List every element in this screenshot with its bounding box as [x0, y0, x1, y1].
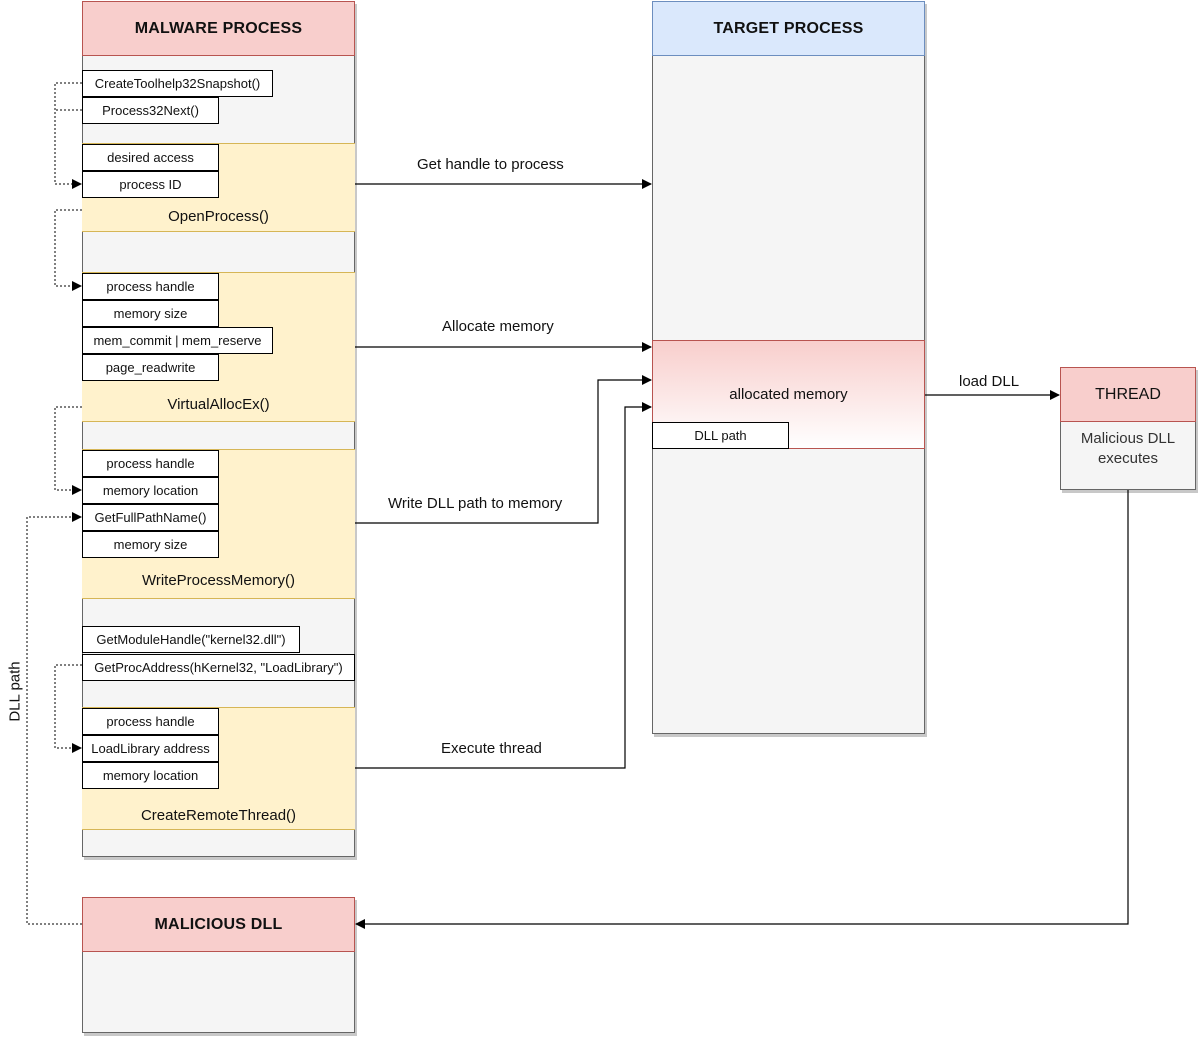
target-process-title: TARGET PROCESS	[713, 19, 864, 37]
write-memory-function: WriteProcessMemory()	[141, 572, 296, 589]
label-execute-thread: Execute thread	[441, 740, 542, 757]
param-process-handle: process handle	[82, 708, 219, 735]
thread-title: THREAD	[1095, 385, 1161, 403]
dll-path-slot: DLL path	[652, 422, 789, 449]
param-desired-access: desired access	[82, 144, 219, 171]
malware-process-title: MALWARE PROCESS	[134, 19, 303, 37]
thread-body-text: Malicious DLL executes	[1080, 430, 1176, 467]
param-process-handle: process handle	[82, 273, 219, 300]
label-get-handle: Get handle to process	[417, 156, 564, 173]
param-memory-location: memory location	[82, 762, 219, 789]
param-mem-commit-reserve: mem_commit | mem_reserve	[82, 327, 273, 354]
open-process-function: OpenProcess()	[168, 208, 269, 225]
param-loadlibrary-address: LoadLibrary address	[82, 735, 219, 762]
param-memory-size: memory size	[82, 531, 219, 558]
param-process-id: process ID	[82, 171, 219, 198]
malicious-dll-title: MALICIOUS DLL	[154, 915, 283, 933]
get-module-handle-call: GetModuleHandle("kernel32.dll")	[82, 626, 300, 653]
label-allocate-memory: Allocate memory	[442, 318, 554, 335]
target-process-header: TARGET PROCESS	[652, 1, 925, 56]
param-page-readwrite: page_readwrite	[82, 354, 219, 381]
malware-process-header: MALWARE PROCESS	[82, 1, 355, 56]
process32next-call: Process32Next()	[82, 97, 219, 124]
param-process-handle: process handle	[82, 450, 219, 477]
param-memory-size: memory size	[82, 300, 219, 327]
dotted-connector-open-to-alloc	[54, 209, 82, 291]
dotted-connector-proc-to-loadlib	[54, 664, 82, 753]
param-memory-location: memory location	[82, 477, 219, 504]
malicious-dll-header: MALICIOUS DLL	[82, 897, 355, 952]
label-write-dll-path: Write DLL path to memory	[388, 495, 563, 512]
arrow-execute-thread	[355, 402, 652, 769]
arrow-write-dll-path	[355, 375, 652, 524]
thread-header: THREAD	[1060, 367, 1196, 422]
get-proc-address-call: GetProcAddress(hKernel32, "LoadLibrary")	[82, 654, 355, 681]
label-dll-path-side: DLL path	[6, 661, 24, 722]
label-load-dll: load DLL	[959, 373, 1020, 390]
dotted-connector-snapshot	[54, 82, 82, 189]
virtual-alloc-function: VirtualAllocEx()	[167, 396, 270, 413]
dotted-connector-alloc-to-write	[54, 406, 82, 495]
dotted-connector-dll-path	[26, 512, 82, 925]
param-get-full-path-name: GetFullPathName()	[82, 504, 219, 531]
remote-thread-function: CreateRemoteThread()	[140, 807, 297, 824]
allocated-memory-label: allocated memory	[729, 386, 848, 403]
arrow-thread-to-dll	[355, 490, 1129, 929]
create-toolhelp-snapshot-call: CreateToolhelp32Snapshot()	[82, 70, 273, 97]
